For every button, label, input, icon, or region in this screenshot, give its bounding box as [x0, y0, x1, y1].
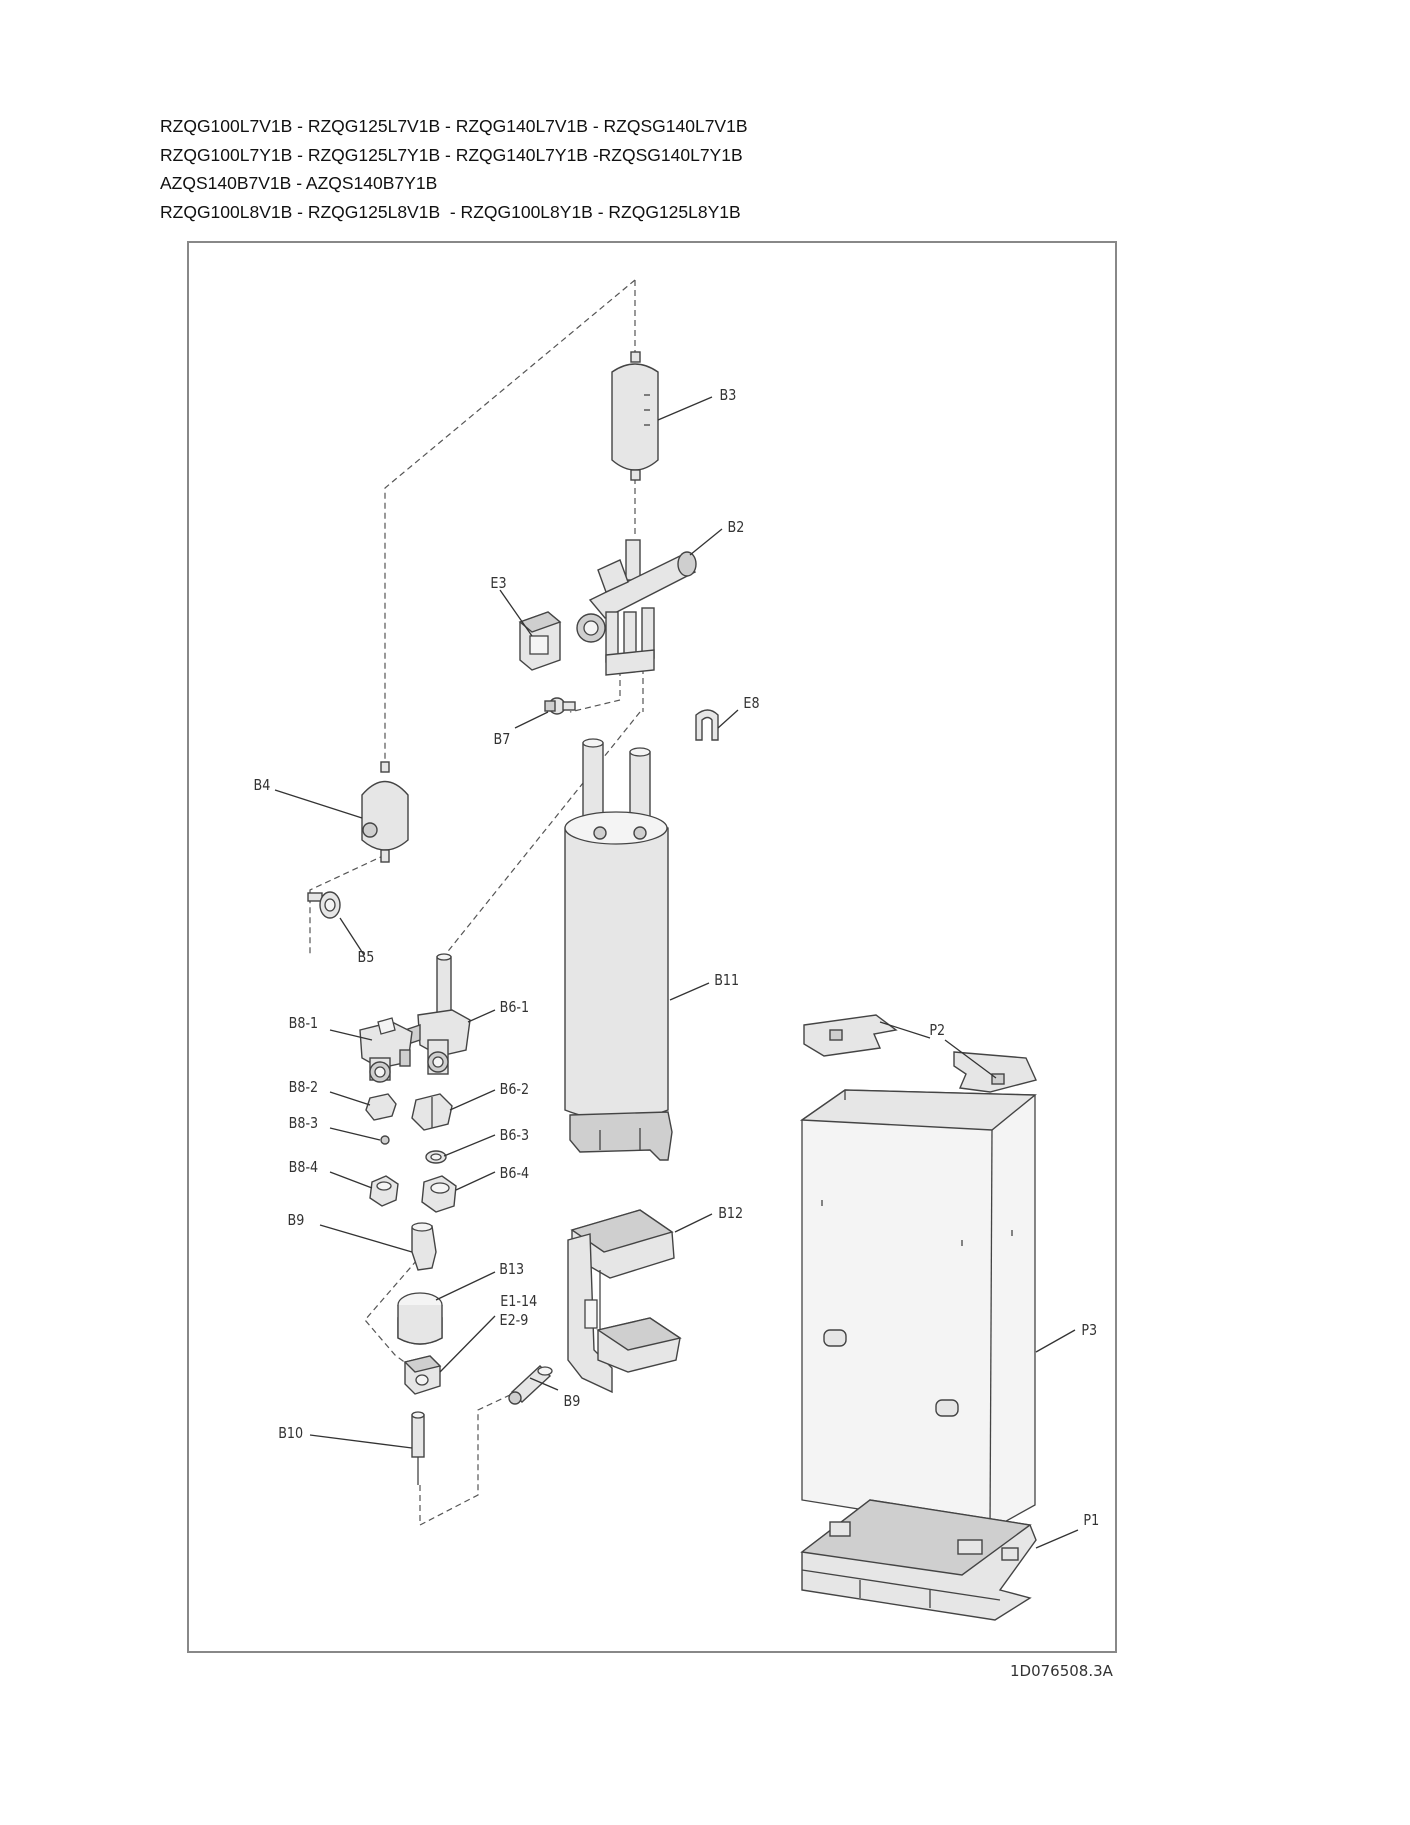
label-b7: B7: [493, 731, 510, 748]
label-b8-2: B8-2: [289, 1079, 319, 1096]
label-b6-4: B6-4: [500, 1165, 530, 1182]
part-b8-2-cap: [365, 1093, 397, 1121]
part-b5-fitting: [307, 891, 341, 919]
part-p1-base: [800, 1499, 1037, 1621]
part-p3-cover: [799, 1089, 1037, 1531]
part-b8-3-seal: [380, 1135, 390, 1145]
part-b2-four-way-valve: [576, 539, 697, 676]
label-b11: B11: [714, 972, 739, 989]
label-e8: E8: [743, 695, 759, 712]
part-b12-bracket: [567, 1209, 682, 1394]
label-b10: B10: [278, 1425, 303, 1442]
part-b13-insulation: [397, 1292, 443, 1345]
leader-lines: [274, 396, 1079, 1549]
label-b9-lower: B9: [563, 1393, 580, 1410]
part-e8-clip: [695, 709, 719, 741]
part-p2-top-pads: [803, 1014, 1037, 1093]
label-b9-upper: B9: [287, 1212, 304, 1229]
label-b6-3: B6-3: [500, 1127, 530, 1144]
part-b6-4-flare-nut: [421, 1175, 457, 1213]
part-e1-14-coil: [403, 1355, 442, 1395]
part-b6-2-cap: [411, 1093, 453, 1131]
part-b9-strainer-lower: [508, 1365, 553, 1405]
model-line-2: RZQG100L7Y1B - RZQG125L7Y1B - RZQG140L7Y…: [160, 144, 743, 165]
label-p3: P3: [1081, 1322, 1097, 1339]
label-p1: P1: [1083, 1512, 1099, 1529]
label-b5: B5: [357, 949, 374, 966]
model-line-4: RZQG100L8V1B - RZQG125L8V1B - RZQG100L8Y…: [160, 201, 741, 222]
label-e1-14: E1-14: [500, 1293, 537, 1310]
label-p2: P2: [929, 1022, 945, 1039]
label-e2-9: E2-9: [500, 1312, 529, 1329]
label-b8-1: B8-1: [289, 1015, 319, 1032]
label-e3: E3: [490, 575, 506, 592]
model-line-1: RZQG100L7V1B - RZQG125L7V1B - RZQG140L7V…: [160, 116, 748, 136]
label-b8-4: B8-4: [289, 1159, 319, 1176]
label-b4: B4: [253, 777, 270, 794]
part-b8-1-stop-valve: [359, 1017, 413, 1083]
label-b2: B2: [727, 519, 744, 536]
model-line-3: AZQS140B7V1B - AZQS140B7Y1B: [160, 173, 438, 193]
model-list: RZQG100L7V1B - RZQG125L7V1B - RZQG140L7V…: [160, 112, 748, 226]
part-b8-4-flare-nut: [369, 1175, 399, 1207]
part-b4-receiver: [361, 761, 409, 863]
part-b7-valve-core: [544, 697, 576, 715]
label-b6-1: B6-1: [500, 999, 530, 1016]
label-b6-2: B6-2: [500, 1081, 530, 1098]
part-b9-strainer-upper: [411, 1222, 437, 1271]
part-e3-coil: [518, 611, 562, 671]
label-b12: B12: [718, 1205, 743, 1222]
label-b13: B13: [499, 1261, 524, 1278]
document-code: 1D076508.3A: [1010, 1662, 1114, 1680]
part-b6-3-seal: [425, 1150, 447, 1164]
part-b10-thermistor: [411, 1411, 425, 1485]
part-b11-accumulator: [564, 738, 673, 1161]
part-b3-receiver: [611, 351, 659, 481]
label-b3: B3: [719, 387, 736, 404]
label-b8-3: B8-3: [289, 1115, 319, 1132]
part-labels: B3 B2 E3 B7 E8 B4 B5 B11 B8-1 B6-1 B8-2 …: [253, 387, 1099, 1529]
part-b6-1-stop-valve: [404, 953, 471, 1075]
diagram-frame: [187, 241, 1117, 1653]
